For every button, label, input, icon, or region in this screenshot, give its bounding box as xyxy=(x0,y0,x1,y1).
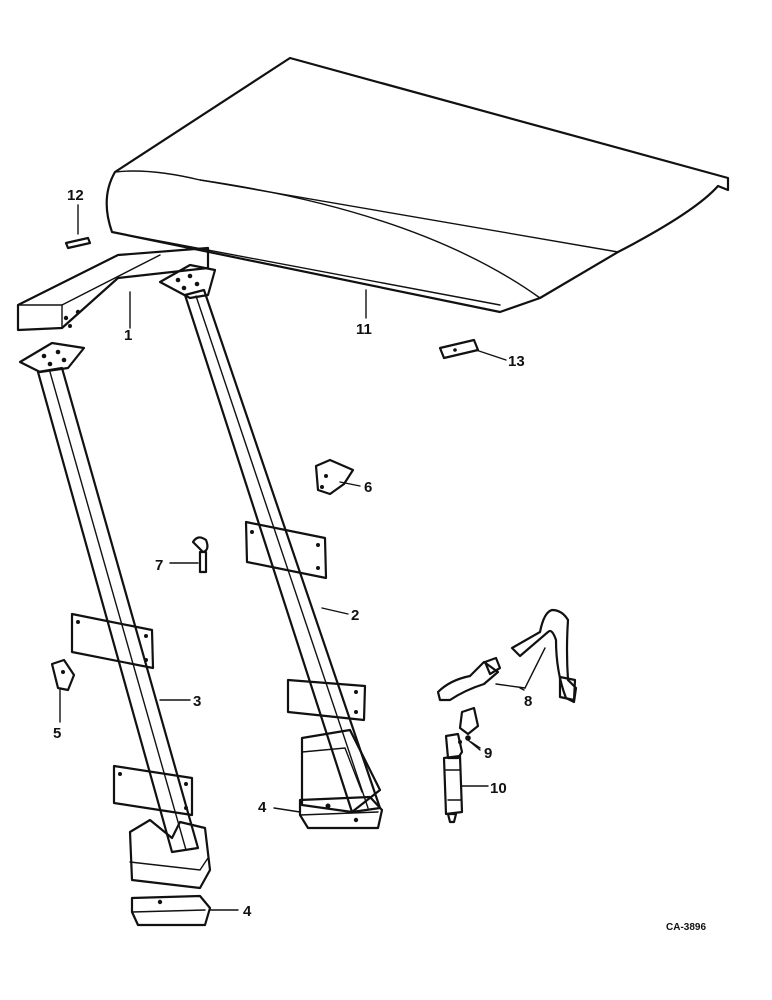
seat-belt-part-8 xyxy=(436,608,578,704)
bracket-part-5 xyxy=(50,658,76,723)
callout-2: 2 xyxy=(351,607,359,624)
bolt-part-7 xyxy=(169,536,209,574)
support-post-part-2 xyxy=(158,263,382,814)
drawing-code: CA-3896 xyxy=(666,922,706,933)
canopy-roof xyxy=(105,56,730,314)
pin-part-12 xyxy=(64,204,92,250)
callout-9: 9 xyxy=(484,745,492,762)
buckle-part-9 xyxy=(458,706,481,749)
callout-10: 10 xyxy=(490,780,507,797)
callout-4-upper: 4 xyxy=(258,799,267,816)
callout-13: 13 xyxy=(508,353,525,370)
bracket-part-6 xyxy=(314,458,355,496)
callout-1: 1 xyxy=(124,327,132,344)
retractor-part-10 xyxy=(442,732,489,824)
callout-3: 3 xyxy=(193,693,201,710)
callout-7: 7 xyxy=(155,557,163,574)
pad-part-4-lower xyxy=(130,894,212,927)
callout-6: 6 xyxy=(364,479,372,496)
cross-beam-part-1 xyxy=(16,246,210,332)
plate-part-13 xyxy=(438,338,507,361)
pad-part-4-upper xyxy=(298,795,384,830)
callout-4-lower: 4 xyxy=(243,903,252,920)
callout-5: 5 xyxy=(53,725,61,742)
support-post-part-3 xyxy=(18,341,212,890)
leader-lines xyxy=(159,289,525,911)
callout-11: 11 xyxy=(356,321,372,338)
callout-8: 8 xyxy=(524,693,532,710)
callout-12: 12 xyxy=(67,187,84,204)
